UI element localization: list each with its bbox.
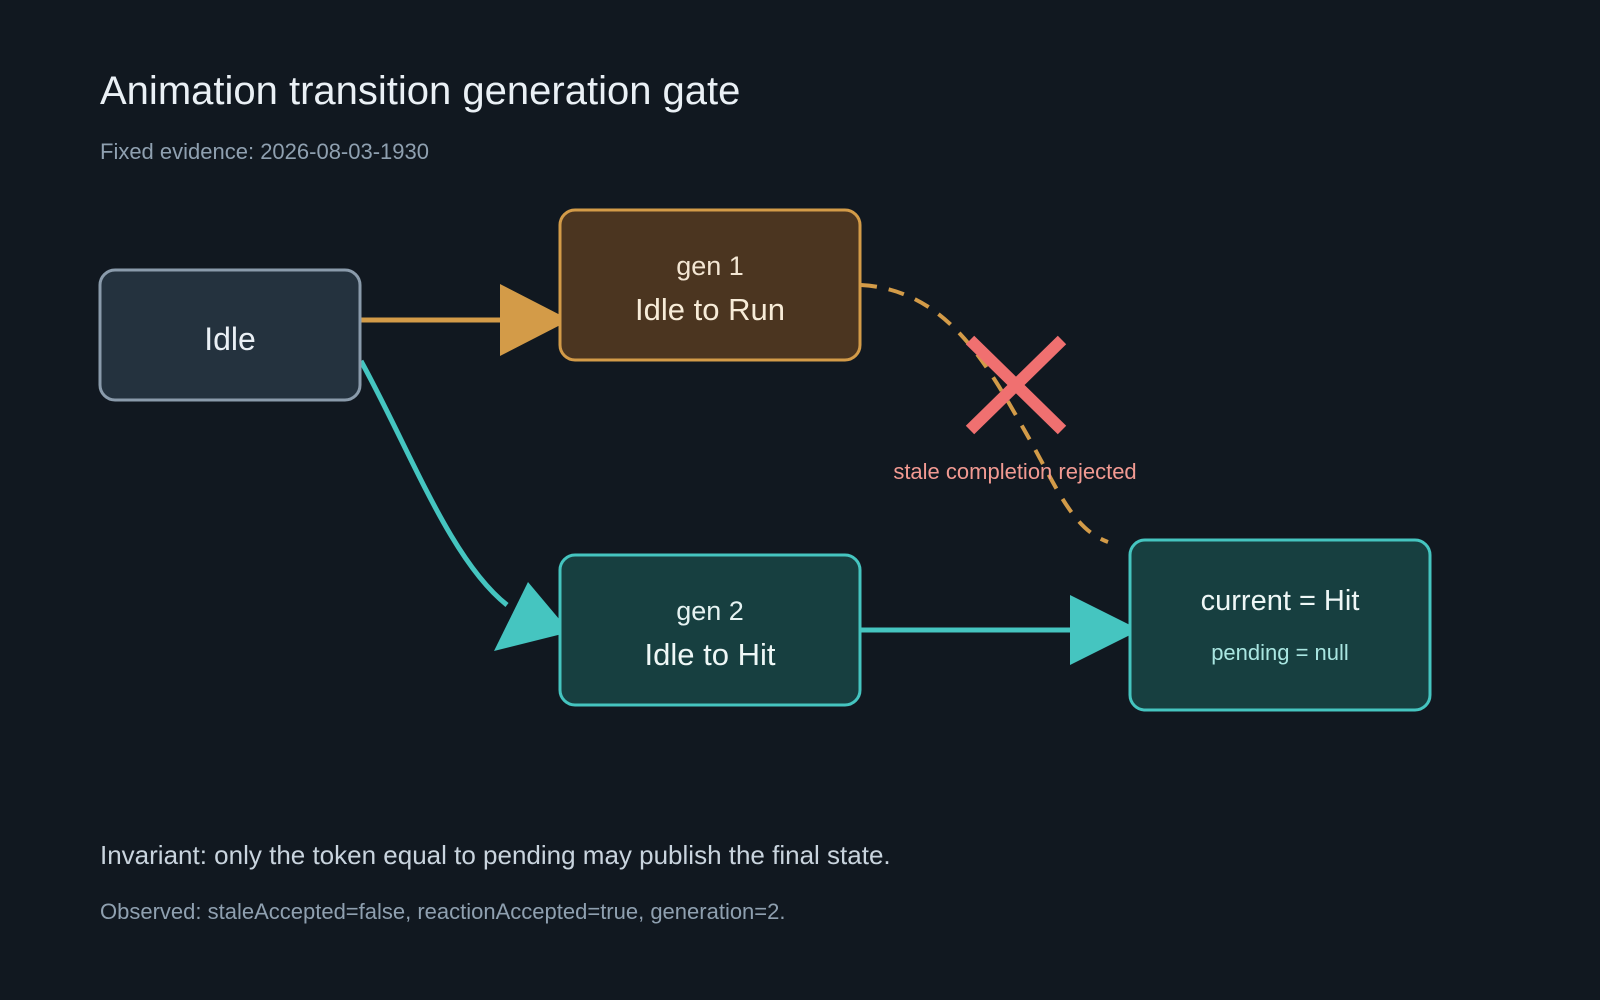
edge-idle-to-gen2 [358, 359, 570, 651]
edge-idle-to-gen1 [360, 284, 570, 356]
edge-gen2-to-current [860, 595, 1140, 665]
node-idle-label: Idle [204, 321, 256, 357]
rejected-x-icon [965, 335, 1067, 435]
rejection-label: stale completion rejected [893, 459, 1136, 484]
arrowhead-icon [494, 582, 570, 651]
node-current: current = Hit pending = null [1128, 538, 1432, 712]
node-gen2-label: Idle to Hit [645, 637, 776, 672]
node-current-sublabel: pending = null [1211, 640, 1349, 665]
invariant-note: Invariant: only the token equal to pendi… [100, 840, 891, 870]
node-current-label: current = Hit [1201, 585, 1360, 617]
observed-note: Observed: staleAccepted=false, reactionA… [100, 899, 786, 924]
node-gen1-label: Idle to Run [635, 292, 785, 327]
page-title: Animation transition generation gate [100, 69, 740, 113]
node-idle: Idle [98, 268, 362, 402]
stale-completion-edge [860, 283, 1109, 544]
node-gen1: gen 1 Idle to Run [558, 208, 862, 362]
node-gen2: gen 2 Idle to Hit [558, 553, 862, 707]
node-gen1-generation: gen 1 [676, 251, 744, 281]
arrowhead-icon [500, 284, 570, 356]
arrowhead-icon [1070, 595, 1140, 665]
node-gen2-generation: gen 2 [676, 596, 744, 626]
page-subtitle: Fixed evidence: 2026-08-03-1930 [100, 139, 429, 164]
